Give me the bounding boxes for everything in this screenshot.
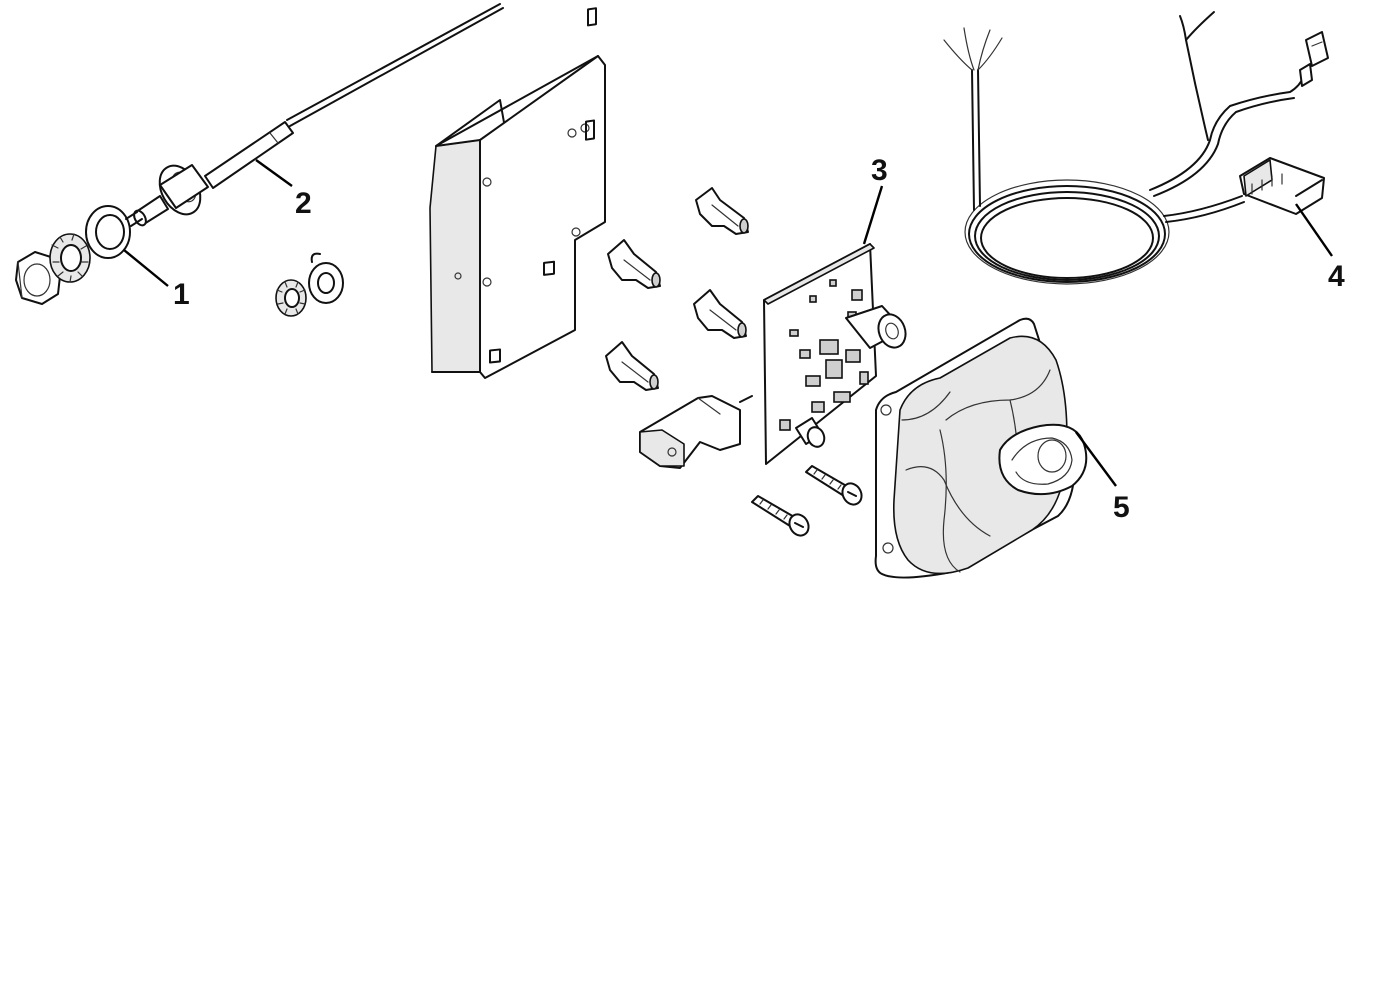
leader-2 bbox=[255, 159, 293, 187]
edge-clip[interactable] bbox=[639, 395, 753, 469]
standoff-clip-4[interactable] bbox=[605, 341, 659, 391]
screw-2[interactable] bbox=[751, 495, 812, 539]
callout-3: 3 bbox=[871, 154, 888, 187]
part-5-cover-housing[interactable] bbox=[874, 317, 1088, 579]
leader-5 bbox=[1075, 431, 1117, 487]
callout-2: 2 bbox=[295, 187, 312, 220]
screw-1[interactable] bbox=[805, 465, 865, 508]
lock-washer bbox=[49, 233, 91, 283]
small-lock-washer[interactable] bbox=[275, 279, 307, 317]
board-components bbox=[779, 279, 869, 431]
part-3-circuit-board[interactable] bbox=[763, 243, 910, 465]
callout-4: 4 bbox=[1328, 260, 1345, 293]
split-washer[interactable] bbox=[308, 252, 344, 304]
leader-lines bbox=[123, 159, 1333, 487]
callout-5: 5 bbox=[1113, 491, 1130, 524]
multi-pin-connector bbox=[1239, 157, 1325, 215]
flat-washer bbox=[85, 205, 131, 259]
leader-3 bbox=[862, 185, 884, 245]
hex-nut bbox=[15, 251, 61, 305]
standoff-clip-3[interactable] bbox=[693, 289, 747, 339]
callout-labels: 1 2 3 4 5 bbox=[173, 154, 1345, 524]
callout-1: 1 bbox=[173, 278, 190, 311]
leader-1 bbox=[123, 249, 169, 287]
standoff-clip-1[interactable] bbox=[695, 187, 749, 235]
leader-4 bbox=[1295, 203, 1333, 257]
standoff-clip-2[interactable] bbox=[607, 239, 661, 289]
part-4-wire-harness[interactable] bbox=[943, 11, 1329, 285]
part-2-probe-rod[interactable] bbox=[125, 3, 504, 227]
part-1-nut-washer-set[interactable] bbox=[15, 205, 131, 305]
mounting-bracket[interactable] bbox=[429, 7, 606, 379]
